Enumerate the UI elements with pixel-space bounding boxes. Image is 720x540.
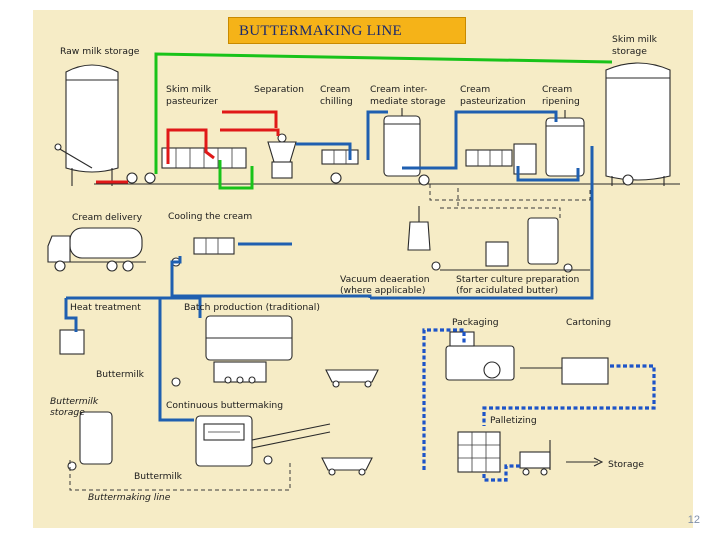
product-flow (422, 328, 466, 470)
label-cream-pasteurization: pasteurization (460, 96, 526, 107)
label-vacuum-deaeration: (where applicable) (340, 285, 425, 296)
blue-flow (170, 256, 372, 298)
label-skim-milk-pasteurizer: pasteurizer (166, 96, 218, 107)
label-storage: Storage (608, 459, 644, 470)
cream-pasteurizer (465, 149, 513, 167)
label-cream-intermediate-storage: mediate storage (370, 96, 446, 107)
blue-flow (516, 166, 580, 182)
label-skim-milk-pasteurizer: Skim milk (166, 84, 212, 95)
buttermilk-storage-tank (79, 411, 113, 465)
butter-trolley (321, 457, 373, 471)
red-flow (222, 110, 278, 128)
product-flow (482, 464, 520, 482)
label-cream-chilling: chilling (320, 96, 353, 107)
buttermilk-heater (59, 329, 85, 355)
starter-culture-tank (527, 217, 559, 265)
blue-flow (296, 142, 352, 160)
pump (144, 172, 156, 184)
label-cream-intermediate-storage: Cream inter- (370, 84, 427, 95)
separator (267, 141, 297, 163)
blue-flow (370, 146, 594, 300)
slide-number: 12 (687, 514, 700, 526)
blue-flow (158, 298, 194, 422)
label-buttermilk: Buttermilk (134, 471, 183, 482)
skim-milk-tank (605, 62, 671, 181)
green-flow (218, 160, 254, 190)
cream-tanker-truck (69, 227, 143, 259)
pump (418, 174, 430, 186)
label-packaging: Packaging (452, 317, 499, 328)
blue-flow (64, 298, 78, 332)
label-cream-pasteurization: Cream (460, 84, 490, 95)
diagram-caption: Buttermaking line (88, 492, 171, 503)
starter-culture-vessel (485, 241, 509, 267)
label-cream-delivery: Cream delivery (72, 212, 143, 223)
cream-ripening-tank (545, 117, 585, 177)
equipment (47, 62, 680, 491)
label-cream-chilling: Cream (320, 84, 350, 95)
raw-milk-tank (65, 64, 119, 173)
diagram-panel (33, 10, 693, 528)
label-cream-ripening: ripening (542, 96, 580, 107)
pump (126, 172, 138, 184)
blue-flow (402, 110, 558, 170)
label-buttermilk-storage: Buttermilk (50, 396, 99, 407)
blue-flow (366, 110, 388, 160)
product-flow (482, 364, 656, 426)
slide-title: BUTTERMAKING LINE (239, 23, 402, 39)
label-continuous-buttermaking: Continuous buttermaking (166, 400, 283, 411)
label-buttermilk: Buttermilk (96, 369, 145, 380)
butter-trolley (325, 369, 379, 383)
cream-cooler (193, 237, 235, 255)
blue-flow (66, 296, 202, 318)
cream-chiller (321, 149, 359, 165)
forklift (519, 451, 551, 469)
pump (330, 172, 342, 184)
pallet-stack (457, 431, 501, 473)
label-skim-milk-storage: Skim milk (612, 34, 658, 45)
flow-lines (64, 52, 656, 482)
label-batch-production: Batch production (traditional) (184, 302, 320, 313)
green-flow (154, 52, 613, 174)
label-separation: Separation (254, 84, 304, 95)
label-vacuum-deaeration: Vacuum deaeration (340, 274, 430, 285)
packaging-machine (445, 345, 515, 381)
label-cartoning: Cartoning (566, 317, 611, 328)
labels: Raw milk storage Skim milk storage Skim … (50, 34, 658, 503)
label-starter-culture-preparation: Starter culture preparation (456, 274, 579, 285)
label-buttermilk-storage: storage (50, 407, 85, 418)
label-palletizing: Palletizing (490, 415, 537, 426)
red-flow (166, 128, 215, 164)
cartoning-machine (561, 357, 609, 385)
title-box: BUTTERMAKING LINE (228, 17, 466, 44)
label-cooling-the-cream: Cooling the cream (168, 211, 252, 222)
label-skim-milk-storage: storage (612, 46, 647, 57)
vacuum-deaerator (407, 221, 431, 251)
red-flow (220, 128, 280, 136)
label-starter-culture-preparation: (for acidulated butter) (456, 285, 558, 296)
pump (622, 174, 634, 186)
label-cream-ripening: Cream (542, 84, 572, 95)
label-raw-milk-storage: Raw milk storage (60, 46, 140, 57)
label-heat-treatment: Heat treatment (70, 302, 141, 313)
